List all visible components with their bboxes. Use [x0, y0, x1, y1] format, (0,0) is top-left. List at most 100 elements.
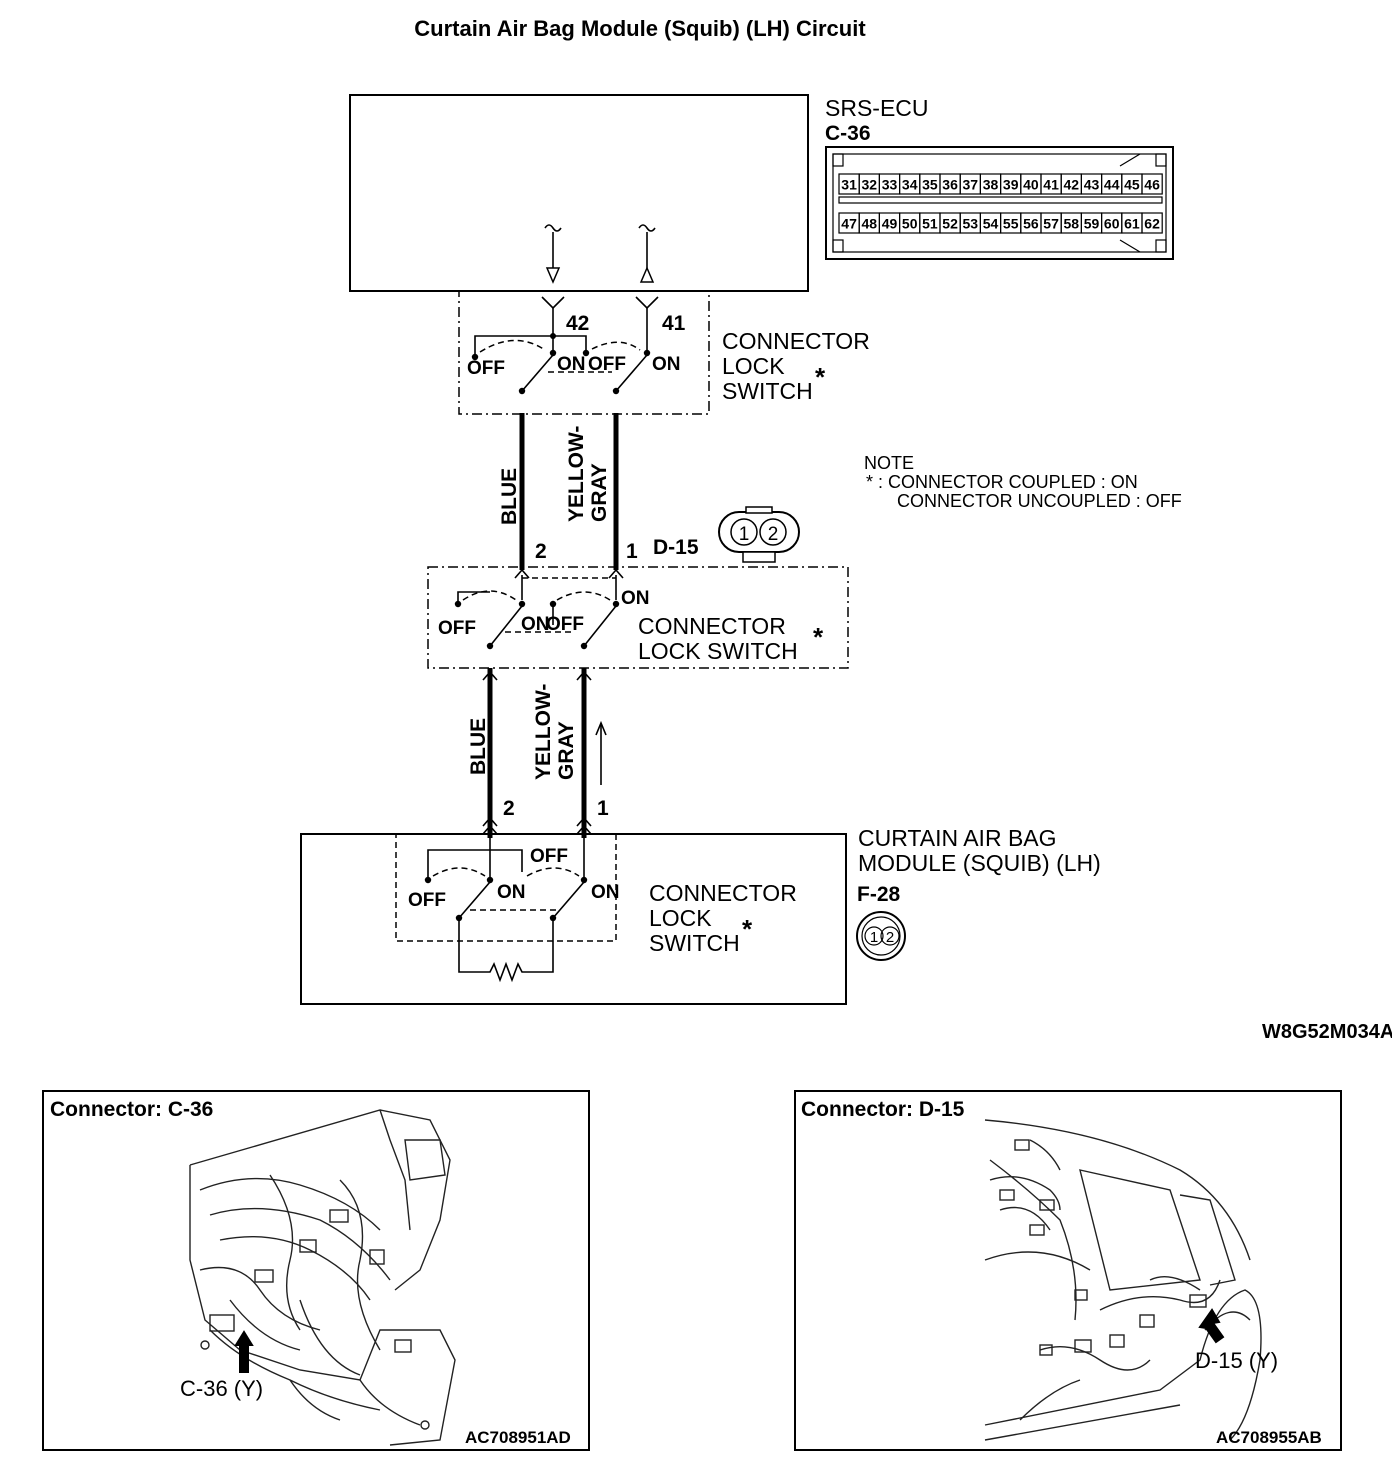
module-cls-line2: LOCK: [649, 905, 712, 931]
squib-resistor: [458, 918, 554, 983]
d15-connector-icon: 1 2: [718, 506, 800, 563]
module-name-line1: CURTAIN AIR BAG: [858, 825, 1057, 851]
d15-lock-switch-box: [427, 566, 849, 669]
c36-pin-40: 40: [1023, 177, 1039, 193]
ecu-terminal-42-fork: [541, 296, 565, 310]
module-name-line2: MODULE (SQUIB) (LH): [858, 850, 1101, 876]
wire-blue-lower-label: BLUE: [467, 718, 490, 775]
c36-pin-cell: [1141, 173, 1163, 195]
ecu-cls-line2: LOCK: [722, 353, 785, 379]
d15-switch-off-right: OFF: [546, 614, 584, 635]
d15-cls-line2: LOCK SWITCH: [638, 638, 798, 664]
ecu-name: SRS-ECU: [825, 95, 929, 121]
c36-pin-59: 59: [1084, 216, 1100, 232]
module-cls-asterisk: *: [742, 914, 753, 944]
d15-switch-on-left: ON: [521, 614, 550, 635]
curtain-airbag-module-box: [300, 833, 847, 1005]
c36-pin-54: 54: [983, 216, 999, 232]
ecu-switch-on-right: ON: [652, 354, 681, 375]
c36-pin-32: 32: [862, 177, 878, 193]
c36-pin-42: 42: [1064, 177, 1080, 193]
ecu-cls-asterisk: *: [815, 362, 826, 392]
d15-cls-asterisk: *: [813, 622, 824, 652]
d15-pin-1: 1: [626, 540, 638, 563]
module-cls-line1: CONNECTOR: [649, 880, 797, 906]
panel-c36-code: AC708951AD: [465, 1428, 571, 1447]
ecu-input-triangle-left: [545, 267, 561, 284]
c36-pin-51: 51: [922, 216, 938, 232]
c36-pin-61: 61: [1124, 216, 1140, 232]
d15-location-arrow: [1198, 1308, 1225, 1344]
module-switch-off-left: OFF: [408, 890, 446, 911]
rear-body-harness-illustration: [984, 1119, 1262, 1441]
c36-pin-34: 34: [902, 177, 918, 193]
c36-pin-41: 41: [1043, 177, 1059, 193]
ecu-switch-off-left: OFF: [467, 358, 505, 379]
d15-icon-pin1: 1: [739, 524, 750, 545]
d15-switch-on-right: ON: [621, 588, 650, 609]
panel-d15: [794, 1090, 1342, 1451]
f28-icon-pin1: 1: [870, 929, 878, 946]
c36-pin-58: 58: [1064, 216, 1080, 232]
d15-icon-pin2: 2: [768, 524, 779, 545]
ecu-terminal-41-fork: [635, 296, 659, 310]
note-line2: CONNECTOR UNCOUPLED : OFF: [897, 491, 1182, 511]
f28-icon-pin2: 2: [886, 929, 894, 946]
c36-location-arrow: [234, 1330, 254, 1373]
c36-pin-33: 33: [882, 177, 898, 193]
note-line1: * : CONNECTOR COUPLED : ON: [866, 472, 1138, 492]
f28-pin-1: 1: [597, 797, 609, 820]
module-switch-on-right: ON: [591, 882, 620, 903]
module-switch-on-left: ON: [497, 882, 526, 903]
c36-pin-49: 49: [882, 216, 898, 232]
figure-code: W8G52M034A: [1262, 1021, 1392, 1043]
panel-d15-callout: D-15 (Y): [1195, 1348, 1278, 1373]
c36-pin-47: 47: [841, 216, 857, 232]
wire-blue-upper-label: BLUE: [498, 468, 521, 525]
ecu-lock-switch-box: [458, 290, 710, 415]
c36-pin-55: 55: [1003, 216, 1019, 232]
d15-connector-label: D-15: [653, 536, 699, 559]
panel-c36: [42, 1090, 590, 1451]
panel-d15-code: AC708955AB: [1216, 1428, 1322, 1447]
ecu-switch-on-left: ON: [557, 354, 586, 375]
d15-switch-off-left: OFF: [438, 618, 476, 639]
ecu-cls-line3: SWITCH: [722, 378, 813, 404]
c36-pin-45: 45: [1124, 177, 1140, 193]
ecu-terminal-41: 41: [662, 312, 686, 335]
dashboard-harness-illustration: [189, 1109, 456, 1446]
ecu-input-triangle-right: [639, 266, 655, 283]
c36-pin-62: 62: [1144, 216, 1160, 232]
c36-pin-cell: [1141, 212, 1163, 234]
c36-pin-43: 43: [1084, 177, 1100, 193]
ecu-input-mark-left: [544, 224, 562, 232]
c36-pin-36: 36: [942, 177, 958, 193]
c36-pin-38: 38: [983, 177, 999, 193]
ecu-terminal-42: 42: [566, 312, 589, 335]
wire-yg-upper-label1: YELLOW-: [565, 426, 588, 522]
module-switch-off-right: OFF: [530, 846, 568, 867]
c36-pin-31: 31: [841, 177, 857, 193]
f28-connector-icon: 1 2: [856, 911, 906, 961]
module-lock-switch-box: [395, 833, 617, 942]
wire-yg-lower-label1: YELLOW-: [532, 684, 555, 780]
wire-yg-upper-label2: GRAY: [588, 463, 611, 522]
c36-pin-57: 57: [1043, 216, 1059, 232]
c36-pin-56: 56: [1023, 216, 1039, 232]
ecu-cls-line1: CONNECTOR: [722, 328, 870, 354]
panel-c36-title: Connector: C-36: [50, 1098, 213, 1121]
d15-pin-2: 2: [535, 540, 547, 563]
c36-pin-44: 44: [1104, 177, 1120, 193]
c36-pin-37: 37: [963, 177, 979, 193]
panel-c36-callout: C-36 (Y): [180, 1376, 263, 1401]
c36-pin-60: 60: [1104, 216, 1120, 232]
note-heading: NOTE: [864, 453, 914, 473]
c36-pin-35: 35: [922, 177, 938, 193]
c36-pin-48: 48: [862, 216, 878, 232]
module-cls-line3: SWITCH: [649, 930, 740, 956]
wire-yg-lower-label2: GRAY: [555, 721, 578, 780]
c36-pin-52: 52: [942, 216, 958, 232]
ecu-connector-label: C-36: [825, 122, 871, 145]
